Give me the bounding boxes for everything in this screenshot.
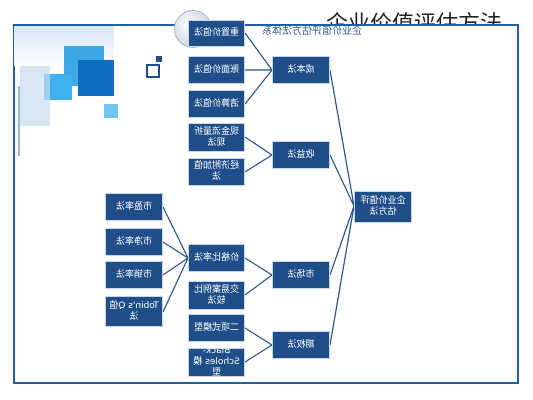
small-square-icon-2 bbox=[156, 56, 162, 62]
connector-root-option bbox=[329, 205, 355, 346]
connector-income-1 bbox=[244, 136, 273, 156]
sub-method-1: 重置价值法 bbox=[188, 20, 245, 47]
ratio-2: 市净率法 bbox=[105, 228, 163, 256]
connector-income-2 bbox=[244, 154, 273, 173]
ratio-3: 市销率法 bbox=[105, 261, 163, 289]
small-square-icon bbox=[146, 64, 160, 78]
decorative-squares bbox=[14, 26, 124, 156]
ratio-1: 市盈率法 bbox=[105, 193, 163, 221]
connector-ratio-3 bbox=[162, 257, 189, 276]
connector-cost-3 bbox=[244, 69, 273, 105]
connector-market-2 bbox=[244, 274, 273, 296]
connector-cost-1 bbox=[244, 32, 273, 71]
connector-option-1 bbox=[244, 327, 273, 346]
sub-method-8: 二项式模型 bbox=[188, 314, 245, 342]
ratio-4: Tobin's Q值法 bbox=[105, 296, 163, 327]
connector-root-cost bbox=[329, 69, 355, 207]
method-income: 收益法 bbox=[272, 141, 330, 169]
method-option: 期权法 bbox=[272, 331, 330, 359]
connector-ratio-1 bbox=[162, 206, 189, 259]
sub-method-6: 价格比率法 bbox=[188, 244, 245, 272]
connector-root-income bbox=[329, 154, 355, 207]
sub-method-5: 经济附加值法 bbox=[188, 158, 245, 186]
connector-ratio-2 bbox=[162, 241, 189, 259]
method-cost: 成本法 bbox=[272, 56, 330, 84]
sub-method-9: Black-Scholes 模型 bbox=[188, 346, 245, 378]
connector-market-1 bbox=[244, 257, 273, 276]
connector-ratio-4 bbox=[162, 257, 189, 313]
sub-method-7: 交易案例比较法 bbox=[188, 281, 245, 310]
method-market: 市场法 bbox=[272, 261, 330, 289]
root-node: 企业价值评估方法 bbox=[354, 191, 412, 223]
connector-option-2 bbox=[244, 344, 273, 363]
connector-root-market bbox=[329, 205, 355, 276]
sub-method-4: 现金流量折现法 bbox=[188, 123, 245, 152]
sub-method-2: 账面价值法 bbox=[188, 56, 245, 84]
sub-method-3: 清算价值法 bbox=[188, 90, 245, 118]
